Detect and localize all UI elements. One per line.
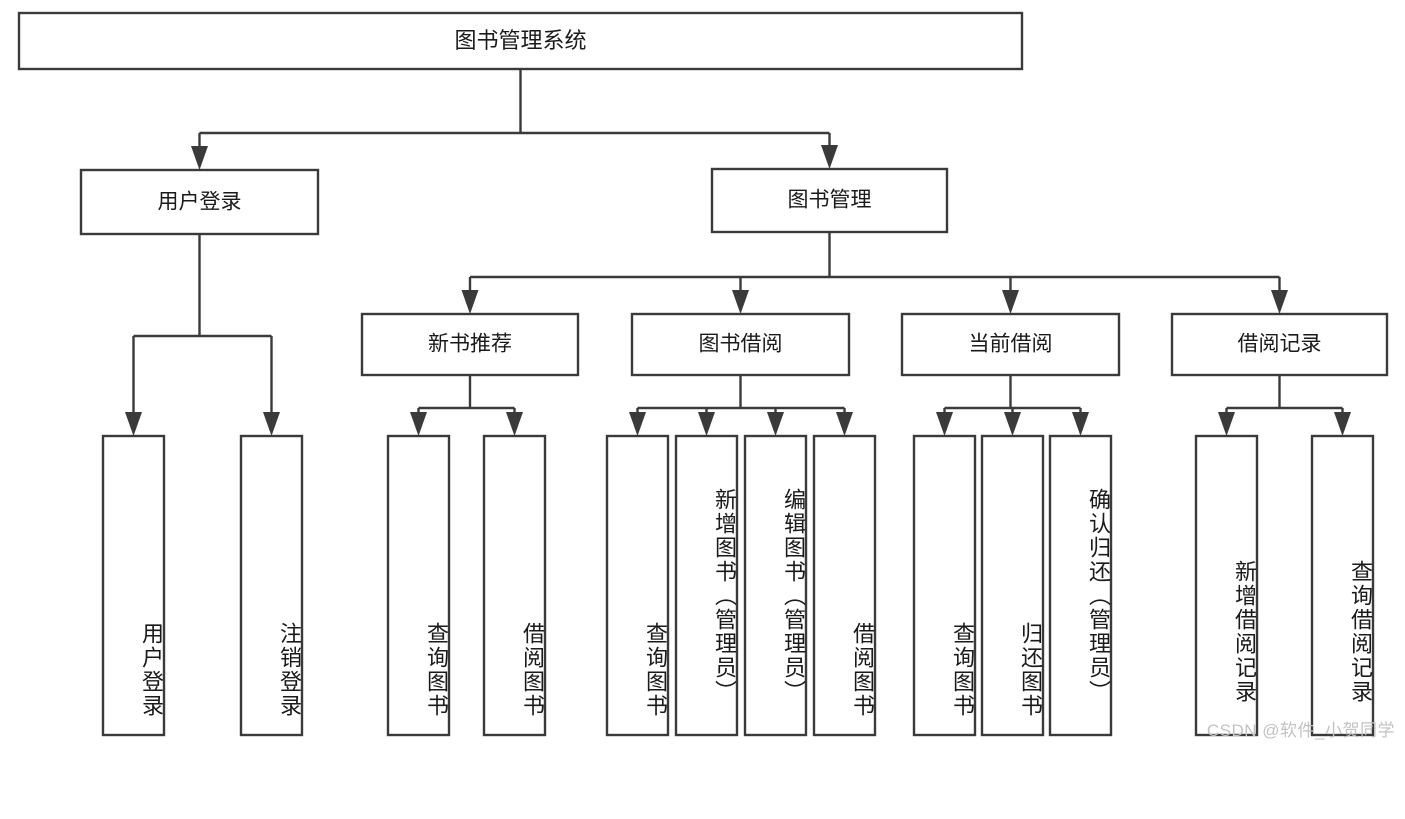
- leaf-user-login-box[interactable]: [101, 434, 166, 737]
- node-new-book-rec-box[interactable]: [360, 312, 580, 377]
- leaf-add-record-box[interactable]: [1194, 434, 1259, 737]
- node-book-borrow-label: 图书借阅: [699, 333, 783, 356]
- leaf-boxes: [101, 434, 1375, 737]
- leaf-add-book-box[interactable]: [674, 434, 739, 737]
- arrow-head-leaf-add-record: [1218, 412, 1235, 436]
- node-book-manage[interactable]: 图书管理: [710, 167, 949, 234]
- node-book-borrow-box[interactable]: [630, 312, 851, 377]
- arrow-head-leaf-query-book-cur: [936, 412, 953, 436]
- arrow-head-leaf-add-book: [698, 412, 715, 436]
- leaf-query-book-cur-box[interactable]: [912, 434, 977, 737]
- node-borrow-record-label: 借阅记录: [1238, 333, 1322, 356]
- connector-book-manage-to-level3: [461, 232, 1288, 314]
- node-user-login-box[interactable]: [79, 168, 320, 236]
- node-root-label: 图书管理系统: [454, 28, 586, 53]
- arrow-head-leaf-edit-book: [767, 412, 784, 436]
- leaf-borrow-book-rec-box[interactable]: [482, 434, 547, 737]
- leaf-query-book-rec-box[interactable]: [386, 434, 451, 737]
- leaf-return-book-box[interactable]: [980, 434, 1045, 737]
- connector-book-borrow-to-leaves: [629, 375, 853, 436]
- arrow-head-new-book-rec: [461, 290, 479, 314]
- node-root-box[interactable]: [17, 11, 1024, 71]
- node-book-manage-box[interactable]: [710, 167, 949, 234]
- arrow-head-leaf-confirm-return: [1072, 412, 1089, 436]
- node-current-borrow-box[interactable]: [900, 312, 1121, 377]
- arrow-head-user-login: [191, 146, 208, 170]
- node-book-manage-label: 图书管理: [788, 189, 872, 212]
- arrow-head-current-borrow: [1002, 290, 1019, 314]
- connector-root-to-level2: [191, 69, 838, 170]
- arrow-head-book-borrow: [732, 290, 749, 314]
- connector-user-login-to-leaves: [125, 234, 280, 436]
- arrow-head-leaf-borrow-book-rec: [506, 412, 523, 436]
- arrow-head-leaf-user-login: [125, 412, 142, 436]
- node-current-borrow[interactable]: 当前借阅: [900, 312, 1121, 377]
- arrow-head-borrow-record: [1271, 290, 1288, 314]
- node-book-borrow[interactable]: 图书借阅: [630, 312, 851, 377]
- arrow-head-leaf-return-book: [1004, 412, 1021, 436]
- arrow-head-book-manage: [821, 145, 838, 169]
- leaf-edit-book-box[interactable]: [743, 434, 808, 737]
- leaf-query-book-borrow-box[interactable]: [605, 434, 670, 737]
- node-user-login[interactable]: 用户登录: [79, 168, 320, 236]
- node-root[interactable]: 图书管理系统: [17, 11, 1024, 71]
- leaf-query-record-box[interactable]: [1310, 434, 1375, 737]
- node-new-book-rec[interactable]: 新书推荐: [360, 312, 580, 377]
- node-borrow-record-box[interactable]: [1170, 312, 1389, 377]
- arrow-head-leaf-logout: [263, 412, 280, 436]
- leaf-logout-box[interactable]: [239, 434, 304, 737]
- arrow-head-leaf-query-book-borrow: [629, 412, 646, 436]
- node-borrow-record[interactable]: 借阅记录: [1170, 312, 1389, 377]
- node-user-login-label: 用户登录: [158, 191, 242, 214]
- leaf-borrow-book-box[interactable]: [812, 434, 877, 737]
- csdn-watermark: CSDN @软件_小贺同学: [1206, 721, 1395, 740]
- node-new-book-rec-label: 新书推荐: [428, 333, 512, 356]
- arrow-head-leaf-borrow-book: [836, 412, 853, 436]
- leaf-confirm-return-box[interactable]: [1048, 434, 1113, 737]
- diagram-canvas: 图书管理系统 用户登录 图书管理 新书推荐 图书借阅 当前借阅 借阅记录: [17, 11, 1395, 740]
- arrow-head-leaf-query-record: [1334, 412, 1351, 436]
- connector-new-book-rec-to-leaves: [410, 375, 523, 436]
- arrow-head-leaf-query-book-rec: [410, 412, 427, 436]
- diagram-svg: 图书管理系统 用户登录 图书管理 新书推荐 图书借阅 当前借阅 借阅记录: [17, 11, 1389, 737]
- connector-borrow-record-to-leaves: [1218, 375, 1351, 436]
- node-current-borrow-label: 当前借阅: [969, 333, 1053, 356]
- connector-current-borrow-to-leaves: [936, 375, 1089, 436]
